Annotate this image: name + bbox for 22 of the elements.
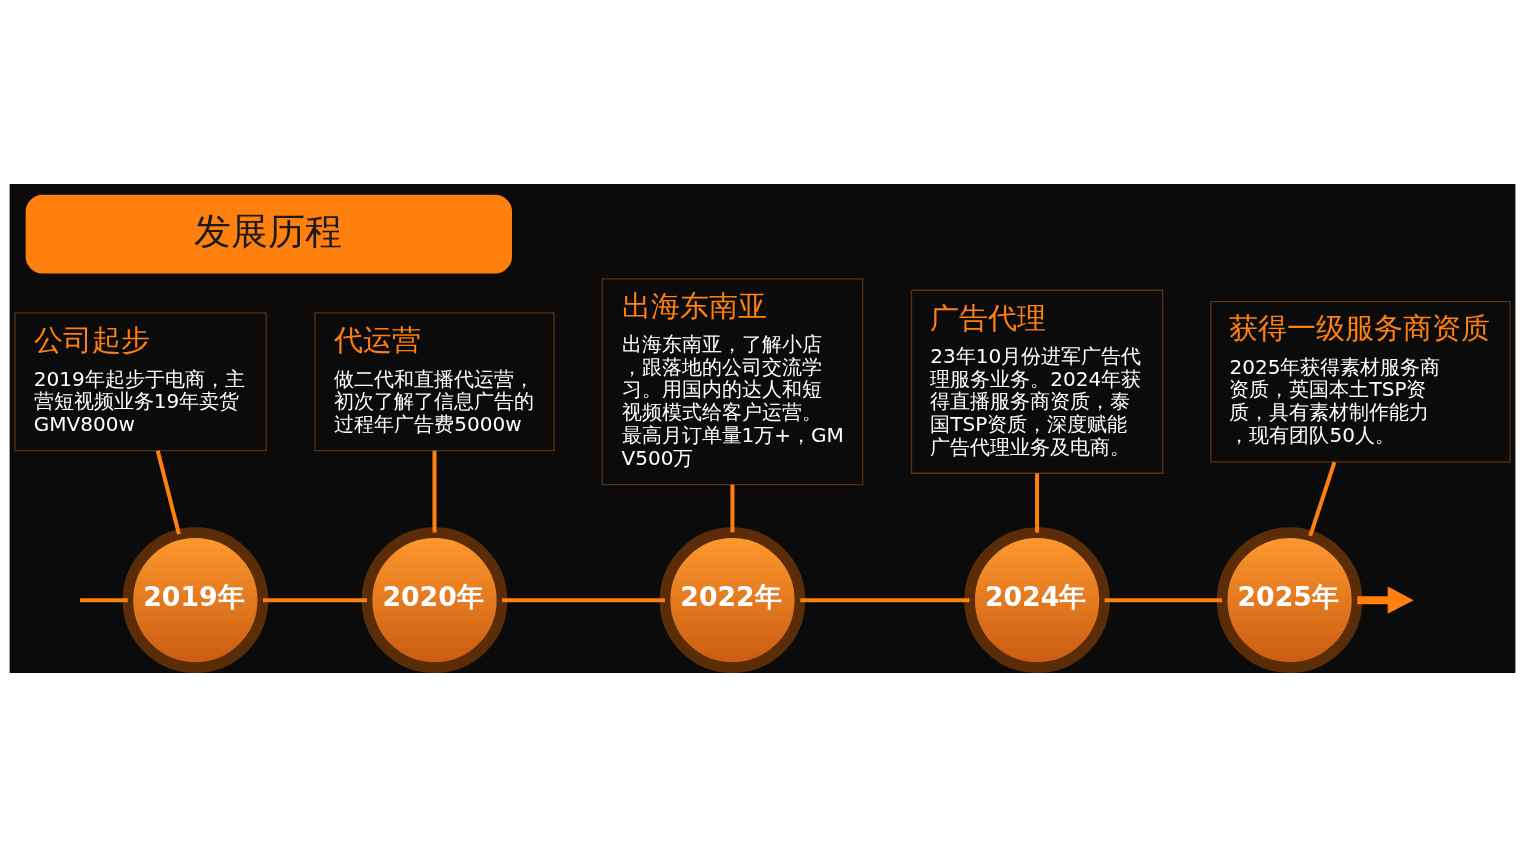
connector	[1034, 473, 1039, 533]
node-circle: 2025年	[1216, 527, 1362, 673]
node-box: 公司起步 2019年起步于电商，主营短视频业务19年卖货GMV800w	[13, 312, 267, 452]
connector	[79, 598, 128, 603]
node-circle: 2022年	[659, 527, 805, 673]
arrow	[1356, 586, 1414, 614]
connector	[729, 484, 734, 533]
connector	[155, 450, 181, 535]
connector	[501, 598, 665, 603]
connector	[262, 598, 367, 603]
connector	[1104, 598, 1222, 603]
node-circle: 2019年	[122, 527, 268, 673]
connector	[1307, 461, 1336, 537]
connector	[799, 598, 970, 603]
diagram-title: 发展历程	[193, 208, 342, 253]
node-box: 出海东南亚 出海东南亚，了解小店，跟落地的公司交流学习。用国内的达人和短视频模式给客户运营。最高月订单量1万+，GMV500万	[601, 278, 863, 486]
node-circle: 2024年	[963, 527, 1110, 673]
node-box: 广告代理 23年10月份进军广告代理服务业务。2024年获得直播服务商资质，泰国TSP资质，深度赋能广告代理业务及电商。	[910, 289, 1163, 474]
connector	[432, 450, 436, 533]
node-circle: 2020年	[361, 527, 507, 673]
node-box: 代运营 做二代和直播代运营，初次了解了信息广告的过程年广告费5000w	[313, 312, 555, 452]
node-box: 获得一级服务商资质 2025年获得素材服务商资质，英国本土TSP资质，具有素材制作能力，现有团队50人。	[1209, 300, 1511, 463]
